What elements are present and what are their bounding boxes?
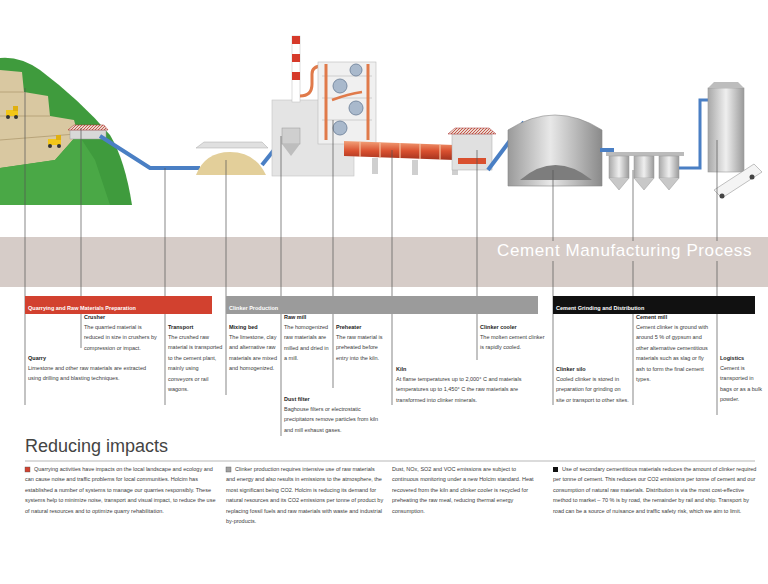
impact-note: Quarrying activities have impacts on the…	[25, 464, 217, 516]
title-band: Cement Manufacturing Process	[0, 237, 768, 287]
step-description: The molten cement clinker is rapidly coo…	[480, 332, 548, 353]
step-heading: Clinker cooler	[480, 322, 548, 332]
step-description: Cement is transported in bags or as a bu…	[720, 363, 764, 405]
leader-lines	[25, 88, 717, 436]
step-description: The quarried material is reduced in size…	[84, 322, 160, 353]
title-band-ground	[0, 237, 768, 287]
step-heading: Logistics	[720, 353, 764, 363]
clinker-silo	[508, 115, 602, 186]
step-heading: Preheater	[336, 322, 390, 332]
impact-note: Dust, NOx, SO2 and VOC emissions are sub…	[392, 464, 544, 516]
step-description: Limestone and other raw materials are ex…	[28, 363, 156, 384]
step-heading: Cement mill	[636, 312, 714, 322]
section-marker	[553, 467, 558, 472]
cement-silo-truck	[708, 82, 762, 199]
step-heading: Crusher	[84, 312, 160, 322]
step-description: Cooled clinker is stored in preparation …	[556, 374, 630, 405]
step-description: The limestone, clay and alternative raw …	[229, 332, 279, 374]
band-title: Cement Manufacturing Process	[494, 241, 755, 261]
step-description: The crushed raw material is transported …	[168, 332, 223, 394]
section-title: Cement Grinding and Distribution	[556, 303, 644, 314]
impact-note: Clinker production requires intensive us…	[226, 464, 384, 526]
step-heading: Raw mill	[284, 312, 331, 322]
step-heading: Kiln	[396, 364, 544, 374]
step-description: The homogenized raw materials are milled…	[284, 322, 331, 364]
section-marker	[226, 467, 231, 472]
step-description: Baghouse filters or electrostatic precip…	[284, 404, 388, 435]
clinker-cooler	[448, 128, 496, 170]
quarry-hill	[0, 58, 132, 205]
mixing-bed	[196, 142, 268, 175]
section-title: Quarrying and Raw Materials Preparation	[28, 303, 136, 314]
preheater-tower	[318, 62, 376, 144]
step-heading: Clinker silo	[556, 364, 630, 374]
step-description: Cement clinker is ground with around 5 %…	[636, 322, 714, 384]
step-description: At flame temperatures up to 2,000° C and…	[396, 374, 544, 405]
section-rule	[25, 461, 755, 462]
section-bar: Quarrying and Raw Materials Preparation	[25, 296, 212, 314]
section-marker	[25, 467, 30, 472]
step-heading: Dust filter	[284, 394, 388, 404]
section-title: Clinker Production	[229, 303, 278, 314]
section-bar: Clinker Production	[226, 296, 538, 314]
step-heading: Transport	[168, 322, 223, 332]
impact-note: Use of secondary cementitious materials …	[553, 464, 758, 516]
step-heading: Mixing bed	[229, 322, 279, 332]
section-heading: Reducing impacts	[25, 435, 325, 457]
cement-mill-silos	[606, 100, 708, 190]
conveyor	[100, 136, 200, 168]
step-description: The raw material is preheated before ent…	[336, 332, 390, 363]
section-bar: Cement Grinding and Distribution	[553, 296, 755, 314]
step-heading: Quarry	[28, 353, 156, 363]
